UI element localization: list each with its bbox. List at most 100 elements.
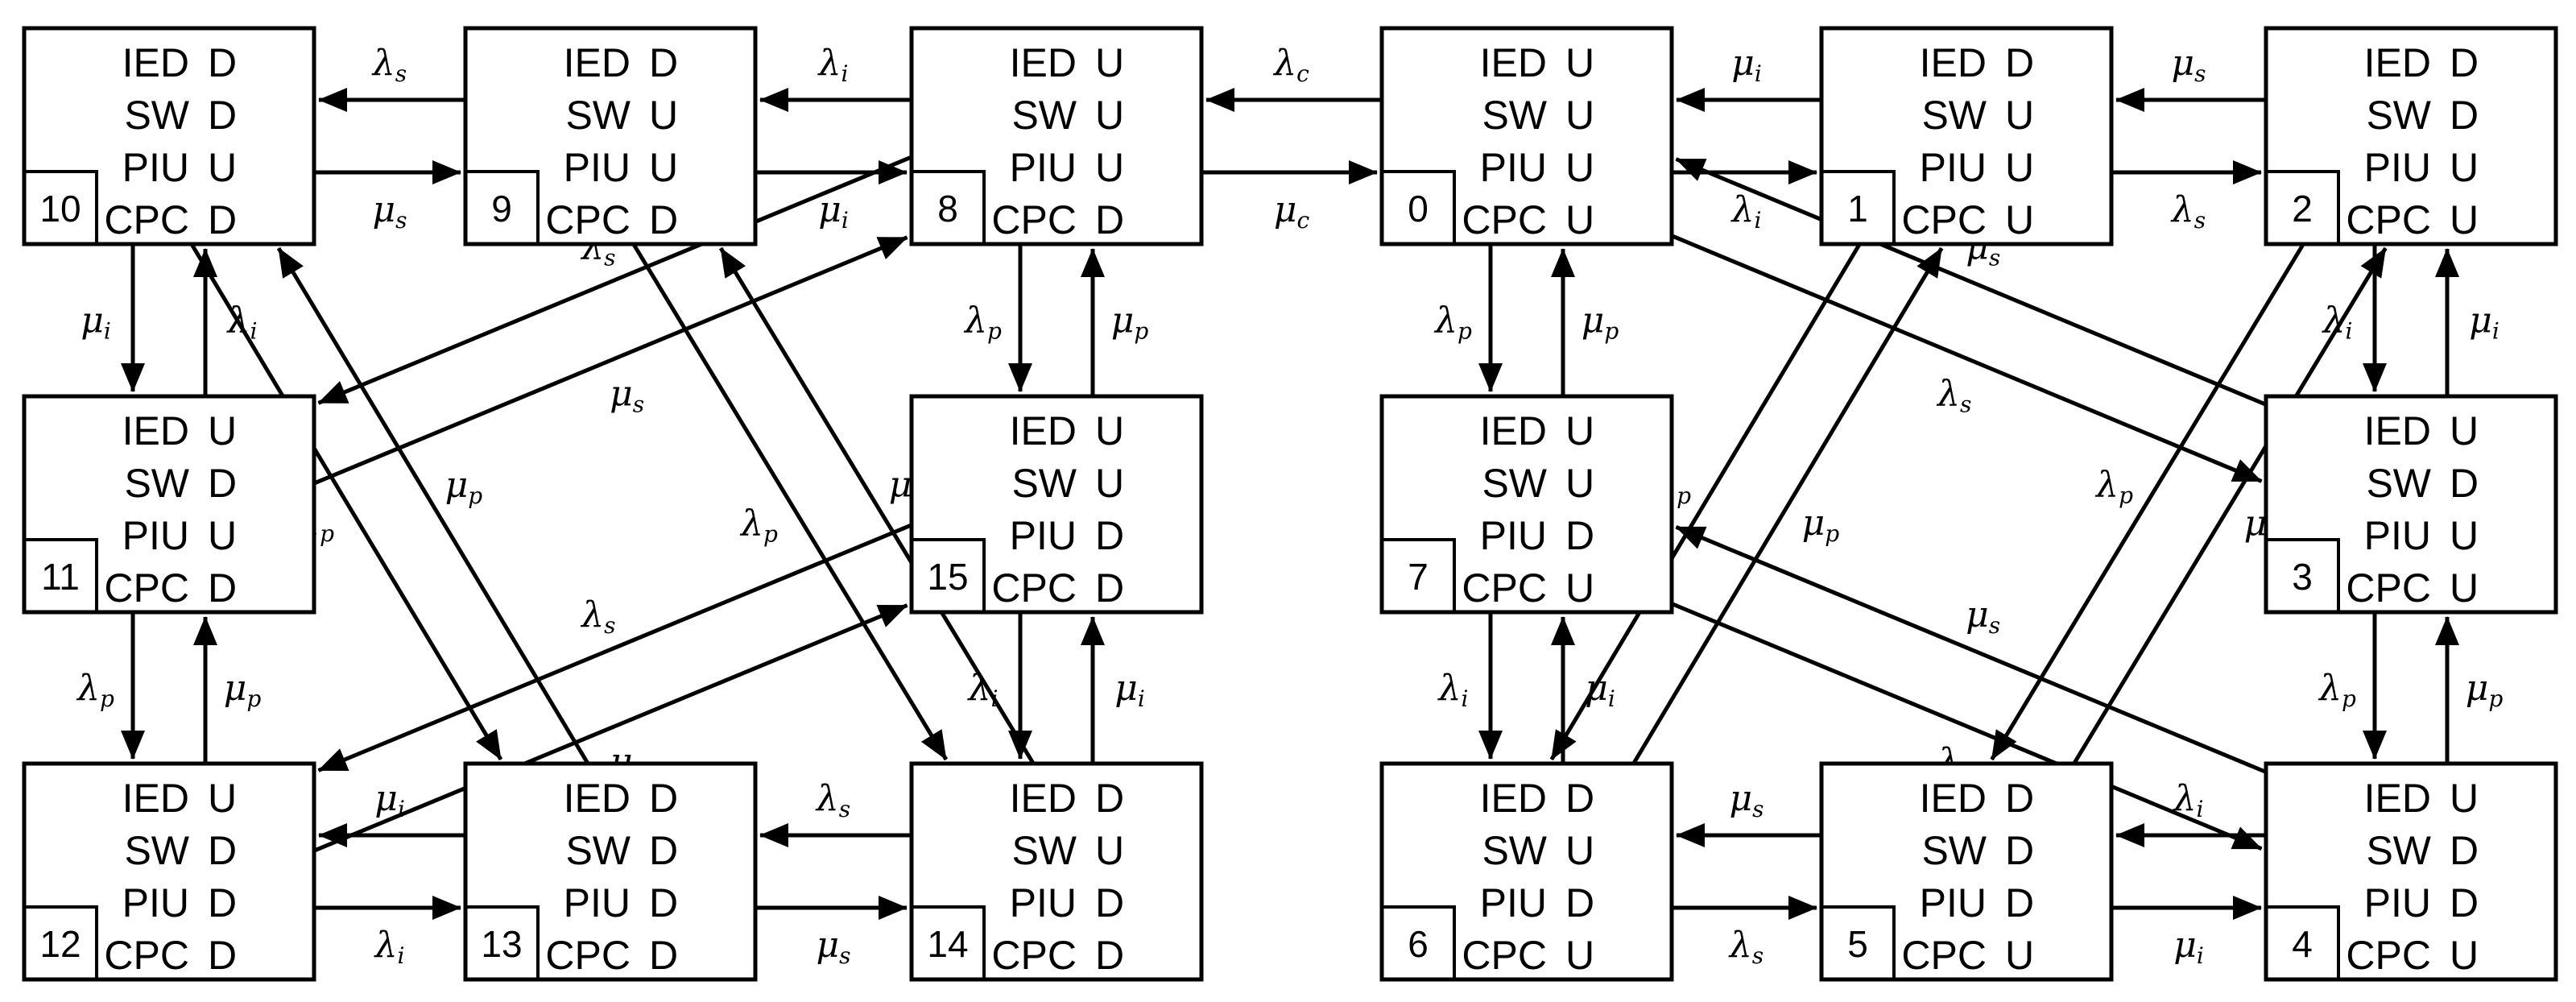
state-number: 9 (491, 188, 512, 230)
component-status: D (649, 933, 678, 978)
rate-label-lambda-s: λs (2170, 189, 2206, 234)
rate-label-lambda-s: λs (371, 43, 407, 87)
state-box-border (2264, 394, 2558, 615)
component-status: D (1095, 933, 1124, 978)
transition-arrow-9-to-14 (631, 242, 949, 761)
state-box-border (463, 761, 758, 982)
component-status: D (649, 880, 678, 925)
component-name: IED (2364, 408, 2431, 453)
component-status: U (1565, 461, 1594, 506)
component-status: D (208, 461, 237, 506)
component-name: CPC (2346, 933, 2431, 978)
rate-symbol: μ (1585, 668, 1608, 709)
rate-subscript: p (1604, 318, 1619, 345)
transition-arrow-2-to-5 (1990, 242, 2305, 761)
state-number: 5 (1847, 923, 1868, 965)
component-name: PIU (564, 880, 631, 925)
rate-subscript: i (1608, 685, 1615, 712)
rate-label-mu-s: μs (1966, 594, 2000, 639)
component-name: PIU (1480, 513, 1547, 558)
component-status: U (649, 93, 678, 138)
component-name: SW (1482, 461, 1547, 506)
state-number-box (23, 538, 98, 614)
rate-symbol: μ (445, 465, 469, 506)
rate-label-mu-i: μi (818, 189, 849, 234)
component-status: U (1095, 408, 1124, 453)
component-status: U (2005, 933, 2034, 978)
component-status: D (1565, 776, 1594, 821)
rate-label-mu-i: μi (374, 778, 405, 822)
rate-symbol: μ (2173, 925, 2197, 966)
component-status: U (1565, 93, 1594, 138)
state-number-box (910, 538, 986, 614)
rate-symbol: μ (818, 189, 841, 230)
rate-subscript: i (2196, 796, 2203, 822)
state-box-border (909, 26, 1204, 246)
component-status: U (2005, 197, 2034, 242)
rate-label-mu-p: μp (224, 668, 262, 712)
component-name: SW (1482, 93, 1547, 138)
state-number: 11 (41, 556, 80, 598)
state-number-box (2264, 170, 2340, 246)
transition-arrow-3-to-0 (1675, 157, 2267, 407)
rate-symbol: λ (2173, 778, 2197, 819)
rate-subscript: s (2194, 60, 2206, 87)
rate-subscript: i (398, 796, 405, 822)
rate-label-mu-i: μi (2173, 925, 2204, 969)
rate-label-lambda-s: λs (580, 594, 615, 639)
component-status: U (2005, 93, 2034, 138)
component-status: U (1565, 828, 1594, 873)
rate-subscript: p (100, 685, 114, 712)
component-name: PIU (1010, 513, 1077, 558)
rate-subscript: c (1296, 207, 1309, 234)
rate-subscript: i (1461, 685, 1468, 712)
rate-symbol: λ (1728, 925, 1752, 966)
rate-symbol: μ (2469, 300, 2492, 342)
rate-label-lambda-i: λi (1730, 189, 1762, 234)
state-number-box (910, 905, 986, 981)
component-status: U (208, 513, 237, 558)
rate-label-mu-p: μp (445, 465, 483, 509)
state-number-box (2264, 538, 2340, 614)
rate-subscript: s (604, 244, 615, 271)
component-name: PIU (1480, 145, 1547, 190)
rate-subscript: p (1134, 318, 1148, 345)
state-box-border (22, 761, 316, 982)
rate-subscript: p (763, 520, 778, 547)
component-name: CPC (545, 933, 631, 978)
rate-label-mu-s: μs (817, 925, 851, 969)
state-number-box (23, 905, 98, 981)
component-status: U (1095, 461, 1124, 506)
state-box-border (909, 394, 1204, 615)
rate-label-lambda-p: λp (963, 300, 1002, 345)
component-name: SW (2366, 828, 2431, 873)
rate-subscript: p (987, 318, 1002, 345)
component-name: SW (124, 93, 189, 138)
rate-subscript: s (2194, 207, 2206, 234)
rate-subscript: s (839, 796, 850, 822)
component-status: U (1565, 933, 1594, 978)
rate-symbol: μ (224, 668, 247, 709)
rate-symbol: μ (1111, 300, 1135, 342)
rate-label-lambda-i: λi (817, 43, 849, 87)
state-box-border (22, 26, 316, 246)
component-status: U (2450, 565, 2479, 611)
rate-subscript: s (839, 942, 850, 969)
component-name: CPC (104, 565, 189, 611)
rate-subscript: s (395, 207, 407, 234)
rate-label-lambda-p: λp (76, 668, 114, 712)
state-number-box (910, 170, 986, 246)
rate-label-mu-s: μs (1730, 778, 1764, 822)
component-name: PIU (1010, 145, 1077, 190)
state-number-box (1380, 905, 1456, 981)
component-name: IED (1480, 408, 1547, 453)
state-number-box (1820, 905, 1896, 981)
transition-arrow-12-to-15 (313, 603, 908, 853)
component-status: U (1565, 408, 1594, 453)
